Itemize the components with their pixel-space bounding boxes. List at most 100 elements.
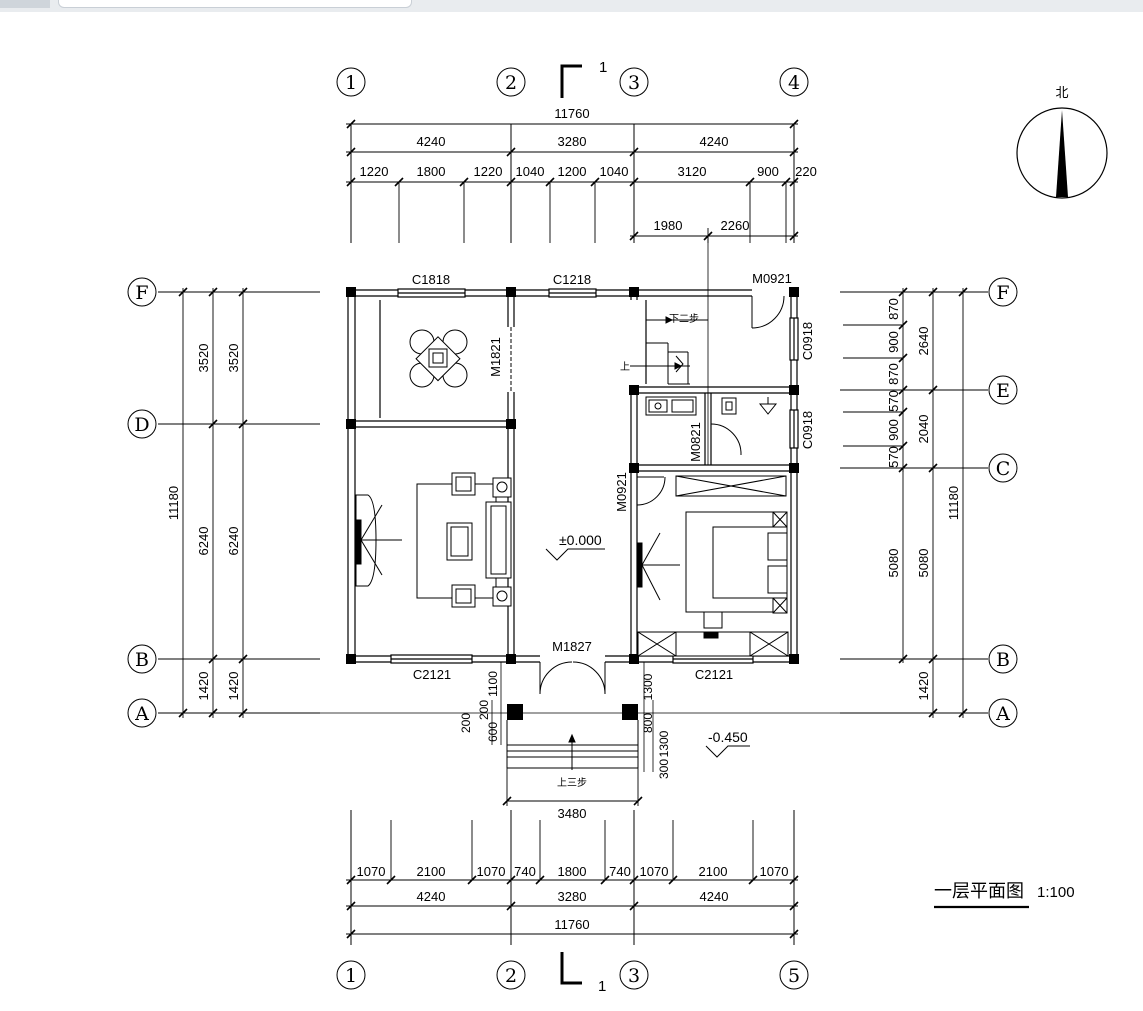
dim-left-1-mid: 6240 [196,527,211,556]
active-tab[interactable] [0,0,50,8]
walls [347,236,799,664]
left-dimension-lines [182,288,244,718]
dim-top-detail-9: 220 [795,164,817,179]
dining-table-set [409,329,468,388]
north-arrow [1016,107,1108,199]
label-window-c1218: C1218 [553,272,591,287]
label-window-c2121-left: C2121 [413,667,451,682]
dim-bottom-detail-2: 2100 [417,864,446,879]
grid-bubble-top-4: 4 [788,72,800,94]
dim-left-1-top: 3520 [196,344,211,373]
doors [510,295,785,695]
grid-bubble-left-A: A [134,703,149,725]
dim-left-2-top: 3520 [226,344,241,373]
dim-top-detail-5: 1200 [558,164,587,179]
dim-right-detail-2: 900 [886,331,901,353]
dim-porch-right-1300b: 1300 [657,730,671,757]
dim-top-detail-6: 1040 [600,164,629,179]
dim-porch-left-1100: 1100 [486,671,500,697]
section-mark-bottom-label: 1 [598,978,606,995]
grid-bubble-left-B: B [135,649,149,671]
dim-top-detail-8: 900 [757,164,779,179]
dim-top-detail-2: 1800 [417,164,446,179]
label-door-m1821: M1821 [488,337,503,377]
dim-left-1-bottom: 1420 [196,672,211,701]
dim-right-detail-3: 870 [886,363,901,385]
dim-bottom-bay-3: 4240 [700,889,729,904]
dim-right-detail-5: 900 [886,419,901,441]
living-room-furniture [355,472,512,608]
dim-porch-left-200a: 200 [477,700,491,720]
dim-top-bay-2: 3280 [558,134,587,149]
level-marks [545,548,750,758]
dim-porch-right-300: 300 [657,759,671,779]
dim-bottom-detail-5: 1800 [558,864,587,879]
dim-top-detail-4: 1040 [516,164,545,179]
grid-bubble-top-2: 2 [505,72,517,94]
dim-right-detail-6: 570 [886,446,901,468]
top-dimension-lines [346,123,798,243]
grid-bubble-bottom-3: 3 [628,965,640,987]
dim-top-bay-3: 4240 [700,134,729,149]
section-mark-top-label: 1 [599,59,607,76]
dim-bottom-detail-8: 2100 [699,864,728,879]
grid-bubble-right-F: F [996,282,1009,304]
label-window-c2121-right: C2121 [695,667,733,682]
grid-bubble-bottom-1: 1 [345,965,357,987]
dim-porch-width: 3480 [558,806,587,821]
grid-bubble-left-F: F [135,282,148,304]
dim-bottom-overall: 11760 [554,917,589,932]
dim-right-c-b: 5080 [886,549,901,578]
section-mark [560,64,582,985]
dim-top-stair-2: 2260 [721,218,750,233]
dim-bottom-detail-9: 1070 [760,864,789,879]
label-window-c0918-a: C0918 [800,322,815,360]
grid-bubble-right-C: C [996,458,1011,480]
dim-right-f-e: 2640 [916,327,931,356]
dim-top-stair-1: 1980 [654,218,683,233]
right-dimension-lines [843,288,964,718]
label-window-c0918-b: C0918 [800,411,815,449]
address-field[interactable] [58,0,412,8]
level-porch: -0.450 [708,729,748,745]
dim-right-detail-4: 570 [886,390,901,412]
grid-bubble-right-A: A [995,703,1010,725]
dim-porch-right-800: 800 [641,713,655,733]
porch-steps [506,720,639,770]
dim-bottom-detail-1: 1070 [357,864,386,879]
grid-bubble-top-3: 3 [628,72,640,94]
grid-bubbles [127,67,1018,990]
dim-right-overall: 11180 [946,486,961,520]
grid-bubble-bottom-5: 5 [788,965,800,987]
dim-right-e-c: 2040 [916,415,931,444]
bedroom-furniture [636,475,789,657]
grid-lines [158,124,988,945]
bathroom-fixtures [645,396,778,416]
dim-left-2-mid: 6240 [226,527,241,556]
dim-top-detail-7: 3120 [678,164,707,179]
window-top-bar [0,0,1143,12]
label-door-m0921-top: M0921 [752,271,792,286]
dim-right-c-b-2: 5080 [916,549,931,578]
dim-top-overall: 11760 [554,106,589,121]
dim-left-overall: 11180 [166,486,181,520]
label-door-m0821: M0821 [688,422,703,462]
label-stair-up: 上 [620,361,630,373]
label-door-m0921-mid: M0921 [614,472,629,512]
level-main-floor: ±0.000 [559,532,602,548]
label-stair-down: 下二步 [669,313,699,325]
dim-bottom-bay-2: 3280 [558,889,587,904]
dim-left-2-bottom: 1420 [226,672,241,701]
bottom-dimension-lines [346,768,798,935]
label-window-c1818: C1818 [412,272,450,287]
dim-right-detail-1: 870 [886,298,901,320]
structural-columns [346,287,799,720]
dim-porch-right-1300a: 1300 [641,673,655,700]
stair [630,316,708,385]
dim-bottom-detail-6: 740 [609,864,631,879]
grid-bubble-right-B: B [996,649,1010,671]
grid-bubble-top-1: 1 [345,72,357,94]
dim-top-detail-1: 1220 [360,164,389,179]
dim-bottom-detail-3: 1070 [477,864,506,879]
grid-bubble-bottom-2: 2 [505,965,517,987]
